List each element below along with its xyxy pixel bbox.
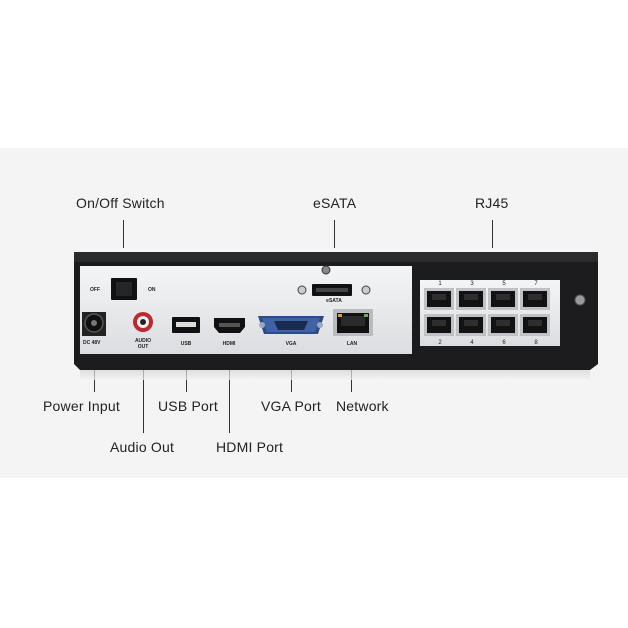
leader-line-switch (123, 220, 124, 248)
label-off: OFF (90, 287, 100, 293)
rj45-number: 5 (502, 281, 506, 287)
rj45-number: 6 (502, 340, 506, 346)
rj45-number: 8 (534, 340, 538, 346)
label-usb: USB (181, 341, 192, 347)
label-hdmi: HDMI (223, 341, 236, 347)
label-esata: eSATA (326, 298, 342, 304)
callout-usb-port: USB Port (158, 398, 218, 414)
label-audio-line1: AUDIO (135, 338, 151, 344)
callout-audio-out: Audio Out (110, 439, 175, 455)
callout-network: Network (336, 398, 389, 414)
rj45-number: 7 (534, 281, 538, 287)
leader-line-esata (334, 220, 335, 248)
callout-rj45: RJ45 (475, 195, 509, 211)
label-dc: DC 48V (83, 340, 101, 346)
rj45-number: 2 (438, 340, 442, 346)
rj45-number: 4 (470, 340, 474, 346)
leader-line-rj45 (492, 220, 493, 248)
label-on: ON (148, 287, 156, 293)
screw-icon (574, 294, 586, 306)
callout-hdmi-port: HDMI Port (216, 439, 284, 455)
rj45-number: 1 (438, 281, 442, 287)
label-audio-line2: OUT (138, 344, 149, 350)
label-vga: VGA (286, 341, 297, 347)
leader-line-hdmi (229, 358, 230, 433)
callout-on-off-switch: On/Off Switch (76, 195, 165, 211)
rj45-number: 3 (470, 281, 474, 287)
callout-esata: eSATA (313, 195, 357, 211)
rj45-ports (424, 288, 550, 336)
callout-power-input: Power Input (43, 398, 120, 414)
leader-line-audio (143, 358, 144, 433)
label-lan: LAN (347, 341, 358, 347)
esata-screw-icon (321, 265, 331, 275)
callout-vga-port: VGA Port (261, 398, 321, 414)
